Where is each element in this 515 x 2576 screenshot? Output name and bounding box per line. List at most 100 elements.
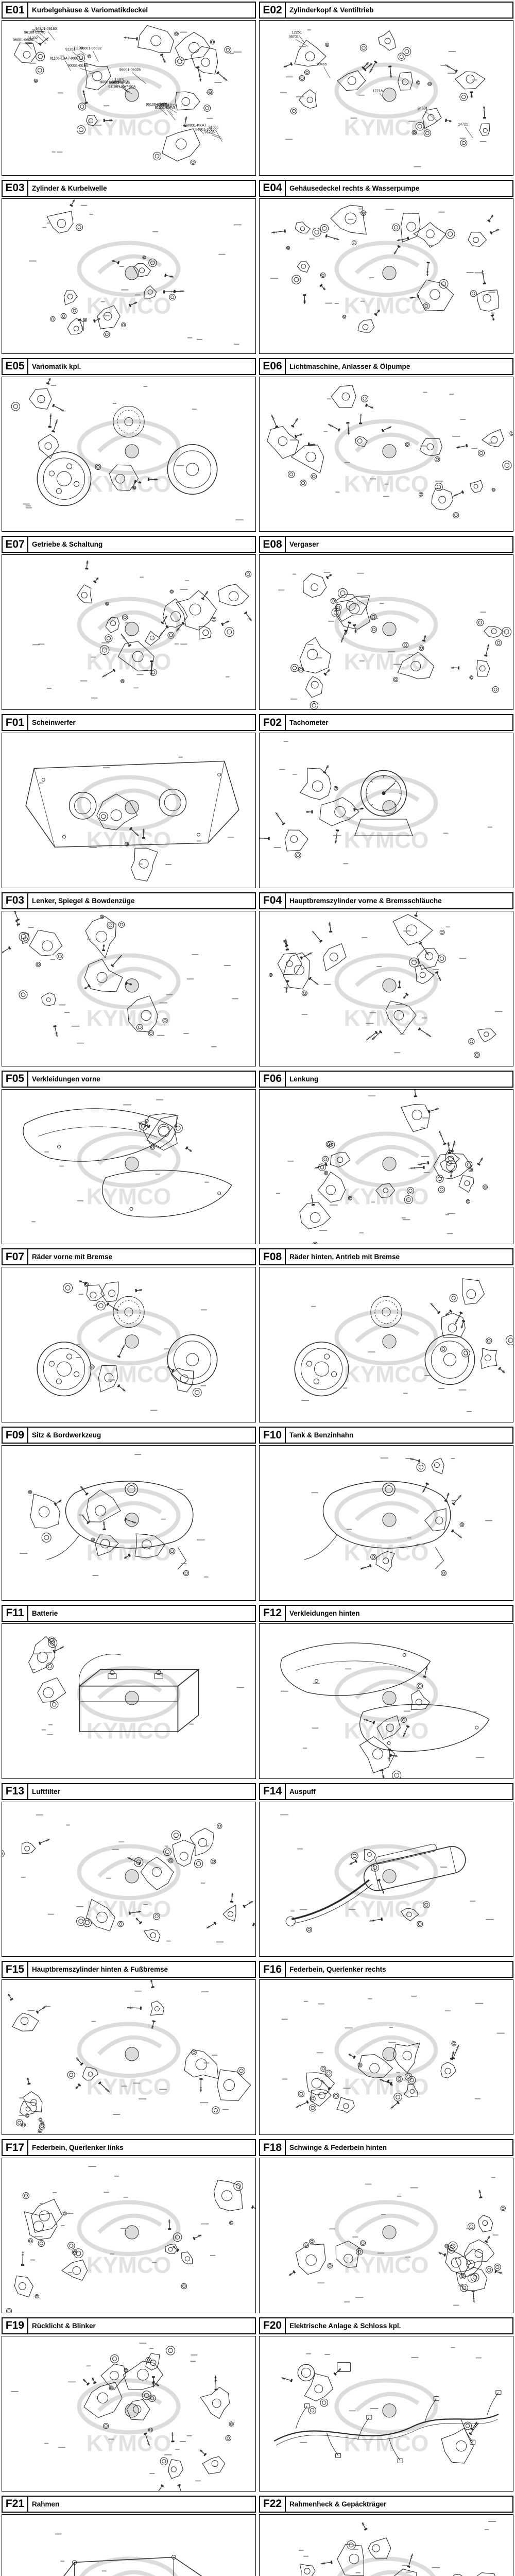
catalog-cell-f05[interactable]: F05 Verkleidungen vorne KYMCO bbox=[0, 1069, 258, 1247]
catalog-cell-f19[interactable]: F19 Rücklicht & Blinker KYMCO bbox=[0, 2316, 258, 2494]
svg-text:95701: 95701 bbox=[32, 29, 43, 32]
svg-text:KYMCO: KYMCO bbox=[344, 1896, 428, 1922]
svg-text:91005: 91005 bbox=[209, 126, 219, 129]
svg-text:11100: 11100 bbox=[73, 47, 83, 50]
catalog-cell-f21[interactable]: F21 Rahmen KYMCO bbox=[0, 2494, 258, 2576]
catalog-cell-e08[interactable]: E08 Vergaser KYMCO bbox=[258, 534, 515, 713]
catalog-cell-f10[interactable]: F10 Tank & Benzinhahn KYMCO bbox=[258, 1425, 515, 1603]
svg-text:KYMCO: KYMCO bbox=[87, 471, 171, 497]
svg-text:90441-KDY4: 90441-KDY4 bbox=[156, 104, 177, 107]
catalog-cell-f02[interactable]: F02 Tachometer KYMCO bbox=[258, 713, 515, 891]
cell-title: Verkleidungen vorne bbox=[32, 1075, 100, 1083]
catalog-cell-f14[interactable]: F14 Auspuff KYMCO bbox=[258, 1782, 515, 1960]
cell-header: E04 Gehäusedeckel rechts & Wasserpumpe bbox=[259, 179, 513, 197]
diagram-area: KYMCO bbox=[259, 1979, 513, 2136]
catalog-cell-f08[interactable]: F08 Räder hinten, Antrieb mit Bremse KYM… bbox=[258, 1247, 515, 1425]
svg-text:KYMCO: KYMCO bbox=[87, 2252, 171, 2278]
svg-text:KYMCO: KYMCO bbox=[344, 1718, 428, 1743]
catalog-cell-f03[interactable]: F03 Lenker, Spiegel & Bowdenzüge KYMCO bbox=[0, 891, 258, 1069]
catalog-cell-f09[interactable]: F09 Sitz & Bordwerkzeug KYMCO bbox=[0, 1425, 258, 1603]
cell-header: F13 Luftfilter bbox=[2, 1783, 256, 1800]
diagram-area: KYMCO bbox=[259, 1801, 513, 1957]
catalog-cell-f17[interactable]: F17 Federbein, Querlenker links KYMCO bbox=[0, 2138, 258, 2316]
diagram-area: KYMCO bbox=[2, 1801, 256, 1957]
catalog-cell-f15[interactable]: F15 Hauptbremszylinder hinten & Fußbrems… bbox=[0, 1959, 258, 2138]
diagram-area: KYMCO bbox=[259, 554, 513, 710]
diagram-f16-exploded: KYMCO bbox=[281, 1996, 505, 2113]
svg-text:KYMCO: KYMCO bbox=[344, 2075, 428, 2100]
catalog-cell-f22[interactable]: F22 Rahmenheck & Gepäckträger KYMCO bbox=[258, 2494, 515, 2576]
cell-code: F19 bbox=[3, 2318, 28, 2333]
cell-code: F02 bbox=[260, 715, 286, 731]
cell-title: Lenker, Spiegel & Bowdenzüge bbox=[32, 896, 135, 905]
svg-text:KYMCO: KYMCO bbox=[87, 1896, 171, 1922]
diagram-f07-wheels: KYMCO bbox=[37, 1280, 218, 1411]
cell-title: Rahmen bbox=[32, 2500, 60, 2508]
cell-header: F06 Lenkung bbox=[259, 1070, 513, 1088]
diagram-f20-harness: KYMCO bbox=[273, 2347, 502, 2464]
svg-text:96001-06025: 96001-06025 bbox=[119, 69, 141, 72]
catalog-cell-e06[interactable]: E06 Lichtmaschine, Anlasser & Ölpumpe KY… bbox=[258, 357, 515, 535]
svg-text:91202: 91202 bbox=[28, 37, 38, 40]
svg-text:91261: 91261 bbox=[65, 48, 76, 52]
svg-text:KYMCO: KYMCO bbox=[87, 2075, 171, 2100]
cell-code: F10 bbox=[260, 1428, 286, 1443]
diagram-f09-tank: KYMCO bbox=[20, 1454, 209, 1578]
cell-title: Rücklicht & Blinker bbox=[32, 2321, 96, 2330]
diagram-f18-exploded: KYMCO bbox=[289, 2177, 506, 2306]
diagram-area: KYMCO bbox=[259, 1623, 513, 1779]
svg-text:96001-06050: 96001-06050 bbox=[13, 39, 34, 42]
cell-header: F22 Rahmenheck & Gepäckträger bbox=[259, 2495, 513, 2513]
svg-text:KYMCO: KYMCO bbox=[87, 2431, 171, 2456]
catalog-cell-e04[interactable]: E04 Gehäusedeckel rechts & Wasserpumpe K… bbox=[258, 178, 515, 357]
cell-code: E02 bbox=[260, 3, 286, 18]
cell-code: F12 bbox=[260, 1605, 286, 1621]
svg-text:KYMCO: KYMCO bbox=[87, 827, 171, 853]
diagram-e06-exploded: KYMCO bbox=[266, 384, 513, 518]
svg-text:KYMCO: KYMCO bbox=[87, 293, 171, 318]
catalog-cell-e03[interactable]: E03 Zylinder & Kurbelwelle KYMCO bbox=[0, 178, 258, 357]
catalog-cell-f13[interactable]: F13 Luftfilter KYMCO bbox=[0, 1782, 258, 1960]
svg-text:11200: 11200 bbox=[114, 78, 124, 81]
catalog-cell-e01[interactable]: E01 Kurbelgehäuse & Variomatikdeckel KYM… bbox=[0, 0, 258, 178]
diagram-area: KYMCO bbox=[259, 2335, 513, 2492]
cell-title: Variomatik kpl. bbox=[32, 362, 81, 370]
diagram-area: KYMCO bbox=[2, 1445, 256, 1601]
diagram-f13-exploded: KYMCO bbox=[2, 1814, 255, 1942]
cell-code: E04 bbox=[260, 180, 286, 196]
catalog-cell-e07[interactable]: E07 Getriebe & Schaltung KYMCO bbox=[0, 534, 258, 713]
catalog-cell-f12[interactable]: F12 Verkleidungen hinten KYMCO bbox=[258, 1603, 515, 1782]
diagram-area: KYMCO bbox=[2, 2158, 256, 2313]
cell-code: E08 bbox=[260, 537, 286, 552]
cell-code: F15 bbox=[3, 1962, 28, 1977]
diagram-area: KYMCO bbox=[2, 1089, 256, 1245]
diagram-area: KYMCO bbox=[2, 198, 256, 354]
cell-code: F22 bbox=[260, 2496, 286, 2512]
cell-title: Tank & Benzinhahn bbox=[289, 1431, 354, 1439]
catalog-cell-f20[interactable]: F20 Elektrische Anlage & Schloss kpl. KY… bbox=[258, 2316, 515, 2494]
catalog-cell-f04[interactable]: F04 Hauptbremszylinder vorne & Bremsschl… bbox=[258, 891, 515, 1069]
cell-title: Federbein, Querlenker links bbox=[32, 2144, 124, 2152]
cell-header: F18 Schwinge & Federbein hinten bbox=[259, 2139, 513, 2157]
cell-title: Verkleidungen hinten bbox=[289, 1609, 360, 1617]
cell-header: F05 Verkleidungen vorne bbox=[2, 1070, 256, 1088]
catalog-cell-f01[interactable]: F01 Scheinwerfer KYMCO bbox=[0, 713, 258, 891]
catalog-cell-f07[interactable]: F07 Räder vorne mit Bremse KYMCO bbox=[0, 1247, 258, 1425]
catalog-cell-f06[interactable]: F06 Lenkung KYMCO bbox=[258, 1069, 515, 1247]
catalog-cell-f11[interactable]: F11 Batterie KYMCO bbox=[0, 1603, 258, 1782]
diagram-f01-panel: KYMCO bbox=[25, 756, 239, 882]
diagram-area: KYMCO bbox=[2, 1979, 256, 2136]
svg-text:90465: 90465 bbox=[317, 63, 327, 66]
cell-header: F12 Verkleidungen hinten bbox=[259, 1604, 513, 1622]
cell-header: F03 Lenker, Spiegel & Bowdenzüge bbox=[2, 892, 256, 909]
cell-code: F11 bbox=[3, 1605, 28, 1621]
catalog-cell-e05[interactable]: E05 Variomatik kpl. KYMCO bbox=[0, 357, 258, 535]
catalog-cell-f16[interactable]: F16 Federbein, Querlenker rechts KYMCO bbox=[258, 1959, 515, 2138]
svg-text:94301-10160: 94301-10160 bbox=[195, 128, 216, 131]
svg-text:KYMCO: KYMCO bbox=[87, 1184, 171, 1209]
catalog-cell-f18[interactable]: F18 Schwinge & Federbein hinten KYMCO bbox=[258, 2138, 515, 2316]
cell-code: F16 bbox=[260, 1962, 286, 1977]
